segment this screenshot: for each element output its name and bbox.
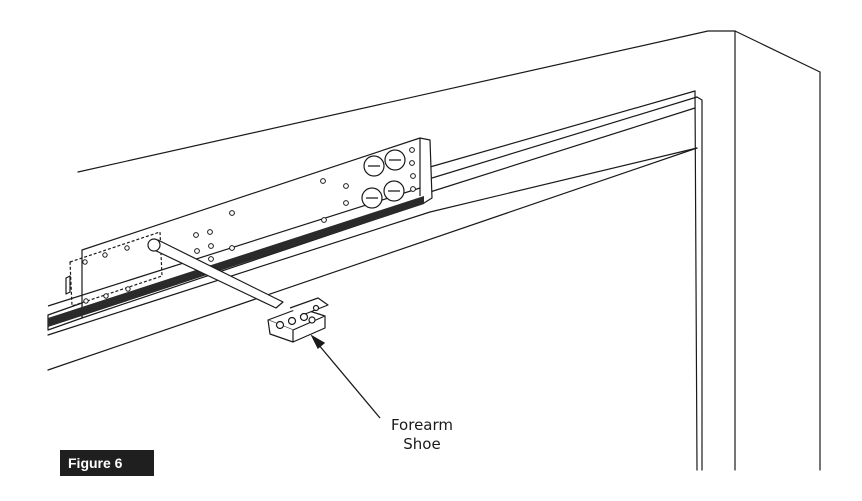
door-closer-body [47, 137, 433, 331]
frame-stop-line-2 [429, 107, 696, 193]
callout-line-1: Forearm [390, 416, 454, 434]
frame-inner-lower-edge [47, 147, 698, 336]
frame-inner-vertical [694, 90, 698, 471]
forearm [147, 238, 284, 309]
frame-bottom-edge [47, 147, 698, 371]
forearm-shoe-callout: Forearm Shoe [372, 416, 472, 454]
mounting-holes [82, 147, 416, 304]
callout-arrow [310, 334, 381, 419]
frame-outer-top [77, 30, 736, 173]
frame-top-right-edge [734, 30, 821, 73]
frame-stop-right-face [696, 96, 703, 471]
frame-stop-line-1 [429, 90, 696, 168]
figure-badge: Figure 6 [60, 450, 154, 476]
forearm-shoe [267, 297, 329, 343]
frame-stop-line-3 [431, 96, 698, 179]
callout-line-2: Shoe [403, 435, 441, 453]
